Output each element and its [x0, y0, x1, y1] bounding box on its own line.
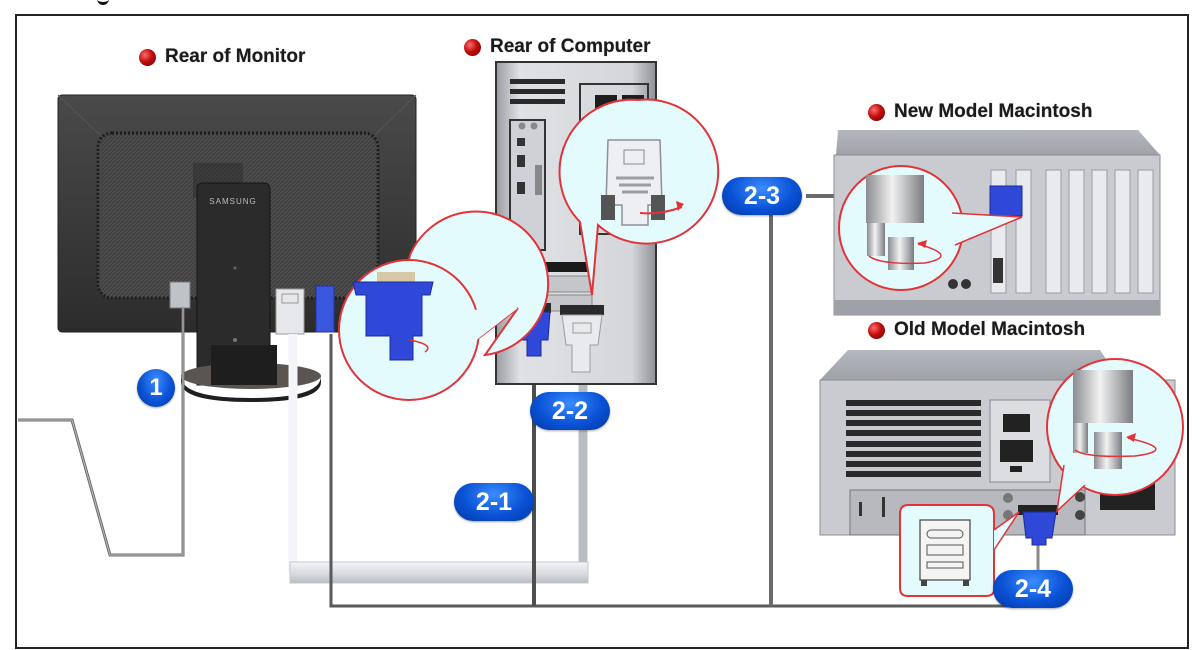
step-badge-1: 1	[137, 369, 175, 407]
bullet-icon	[139, 48, 156, 66]
bullet-icon	[868, 321, 885, 339]
label-text: New Model Macintosh	[894, 101, 1093, 122]
callout-old-mac	[1046, 358, 1184, 514]
label-text: Rear of Computer	[490, 36, 651, 57]
callout-adapter	[899, 504, 1020, 597]
label-text: Old Model Macintosh	[894, 319, 1086, 340]
step-badge-2-3: 2-3	[722, 177, 802, 215]
label-new-model-mac: New Model Macintosh	[868, 101, 1092, 123]
bullet-icon	[464, 38, 481, 56]
callout-dvi	[558, 98, 720, 296]
cropped-title-glyph	[97, 0, 109, 5]
step-badge-2-1: 2-1	[454, 483, 534, 521]
monitor-rear: SAMSUNG	[57, 94, 417, 402]
label-rear-of-monitor: Rear of Monitor	[139, 46, 305, 68]
callout-new-mac	[838, 165, 1023, 291]
cables	[18, 194, 1040, 608]
step-badge-2-4: 2-4	[993, 570, 1073, 608]
monitor-brand: SAMSUNG	[209, 197, 256, 206]
callout-vga	[338, 210, 550, 401]
label-text: Rear of Monitor	[165, 46, 306, 67]
label-rear-of-computer: Rear of Computer	[464, 36, 650, 58]
label-old-model-mac: Old Model Macintosh	[868, 319, 1085, 341]
bullet-icon	[868, 103, 885, 121]
step-badge-2-2: 2-2	[530, 392, 610, 430]
